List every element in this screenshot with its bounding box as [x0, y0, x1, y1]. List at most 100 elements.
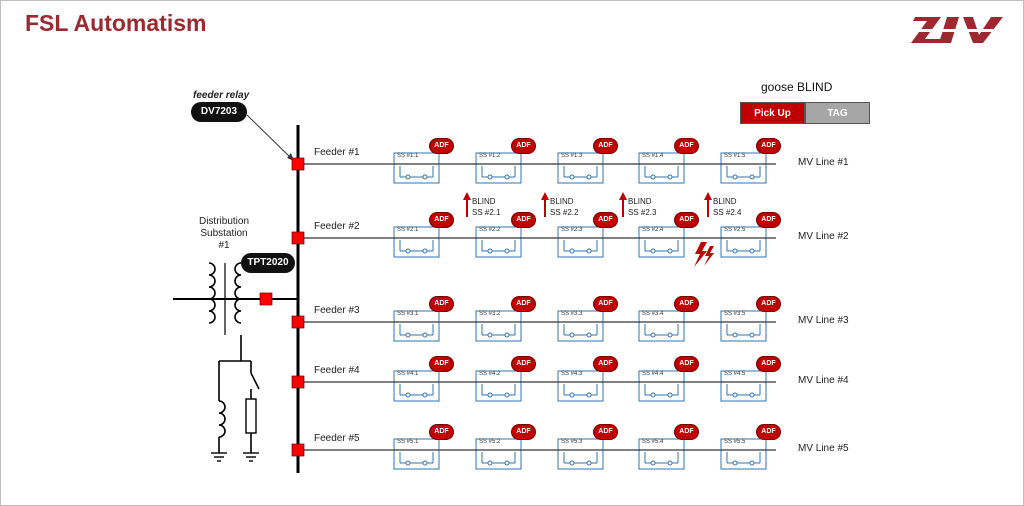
switch-contact	[749, 174, 755, 180]
substation-box	[393, 438, 440, 470]
substation-box	[475, 152, 522, 184]
ground-switch-blade	[250, 372, 260, 390]
legend-pickup-box: Pick Up	[740, 102, 805, 124]
adf-badge: ADF	[430, 139, 453, 153]
switch-contact	[487, 174, 493, 180]
substation-label: SS #4.3	[561, 371, 583, 377]
transformer-secondary-coil	[234, 262, 242, 324]
blind-arrow-head	[619, 192, 627, 200]
fault-lightning-icon	[694, 242, 707, 267]
feeder-breaker	[291, 231, 305, 245]
adf-badge: ADF	[594, 425, 617, 439]
substation-box	[475, 370, 522, 402]
adf-badge: ADF	[512, 425, 535, 439]
legend-title: goose BLIND	[761, 80, 833, 94]
substation-box	[638, 310, 685, 342]
switch-contact	[732, 174, 738, 180]
switch-contact	[586, 174, 592, 180]
substation-box	[638, 226, 685, 258]
switch-contact	[667, 460, 673, 466]
fault-lightning-icon	[704, 246, 714, 266]
blind-target: SS #2.4	[713, 208, 742, 217]
switch-contact	[569, 248, 575, 254]
switch-contact	[749, 248, 755, 254]
feeder-label: Feeder #4	[314, 365, 360, 376]
switch-contact	[569, 332, 575, 338]
feeder-breaker	[291, 157, 305, 171]
switch-contact	[405, 174, 411, 180]
feeder-label: Feeder #2	[314, 221, 360, 232]
switch-contact	[405, 248, 411, 254]
blind-word: BLIND	[713, 197, 737, 206]
blind-word: BLIND	[628, 197, 652, 206]
switch-contact	[749, 460, 755, 466]
adf-badge: ADF	[594, 357, 617, 371]
substation-label: SS #4.1	[397, 371, 419, 377]
switch-contact	[487, 332, 493, 338]
adf-badge: ADF	[757, 213, 780, 227]
substation-label: SS #5.5	[724, 439, 746, 445]
switch-contact	[422, 460, 428, 466]
switch-contact	[504, 248, 510, 254]
mv-line-label: MV Line #4	[798, 375, 849, 386]
substation-label: Distribution Substation #1	[189, 216, 259, 252]
blind-word: BLIND	[472, 197, 496, 206]
substation-box	[393, 226, 440, 258]
blind-word: BLIND	[550, 197, 574, 206]
switch-contact	[650, 392, 656, 398]
incomer-breaker	[259, 292, 273, 306]
switch-contact	[732, 392, 738, 398]
blind-target: SS #2.1	[472, 208, 501, 217]
substation-box	[475, 310, 522, 342]
adf-badge: ADF	[675, 357, 698, 371]
switch-contact	[749, 392, 755, 398]
substation-label: SS #5.2	[479, 439, 501, 445]
blind-signal-label: BLIND SS #2.1	[472, 196, 500, 218]
substation-box	[393, 310, 440, 342]
substation-label: SS #4.2	[479, 371, 501, 377]
adf-badge: ADF	[675, 213, 698, 227]
substation-label: SS #3.4	[642, 311, 664, 317]
mv-line-label: MV Line #5	[798, 443, 849, 454]
switch-contact	[504, 460, 510, 466]
substation-box	[557, 370, 604, 402]
switch-contact	[732, 460, 738, 466]
adf-badge: ADF	[512, 357, 535, 371]
blind-arrow-head	[541, 192, 549, 200]
switch-contact	[732, 332, 738, 338]
adf-badge: ADF	[512, 213, 535, 227]
substation-box	[557, 226, 604, 258]
switch-contact	[650, 248, 656, 254]
switch-contact	[422, 392, 428, 398]
switch-contact	[569, 460, 575, 466]
substation-label: SS #5.4	[642, 439, 664, 445]
substation-box	[720, 370, 767, 402]
feeder-relay-caption: feeder relay	[193, 90, 250, 101]
substation-label-line: Substation	[200, 228, 248, 239]
mv-line-label: MV Line #3	[798, 315, 849, 326]
relay-pointer-line	[246, 114, 293, 160]
substation-label: SS #3.1	[397, 311, 419, 317]
switch-contact	[422, 248, 428, 254]
switch-contact	[586, 392, 592, 398]
grounding-reactor-coil	[218, 400, 226, 438]
grounding-resistor	[245, 398, 257, 434]
switch-contact	[405, 392, 411, 398]
substation-label: SS #3.5	[724, 311, 746, 317]
substation-label: SS #1.1	[397, 153, 419, 159]
substation-label-line: Distribution	[198, 216, 250, 227]
transformer-badge: TPT2020	[241, 253, 295, 273]
substation-label-line: #1	[218, 240, 230, 251]
substation-label: SS #3.3	[561, 311, 583, 317]
switch-contact	[487, 460, 493, 466]
adf-badge: ADF	[594, 297, 617, 311]
blind-arrow-head	[463, 192, 471, 200]
substation-label: SS #1.3	[561, 153, 583, 159]
switch-contact	[667, 174, 673, 180]
adf-badge: ADF	[675, 425, 698, 439]
legend-tag-box: TAG	[805, 102, 870, 124]
mv-line-label: MV Line #2	[798, 231, 849, 242]
adf-badge: ADF	[594, 213, 617, 227]
